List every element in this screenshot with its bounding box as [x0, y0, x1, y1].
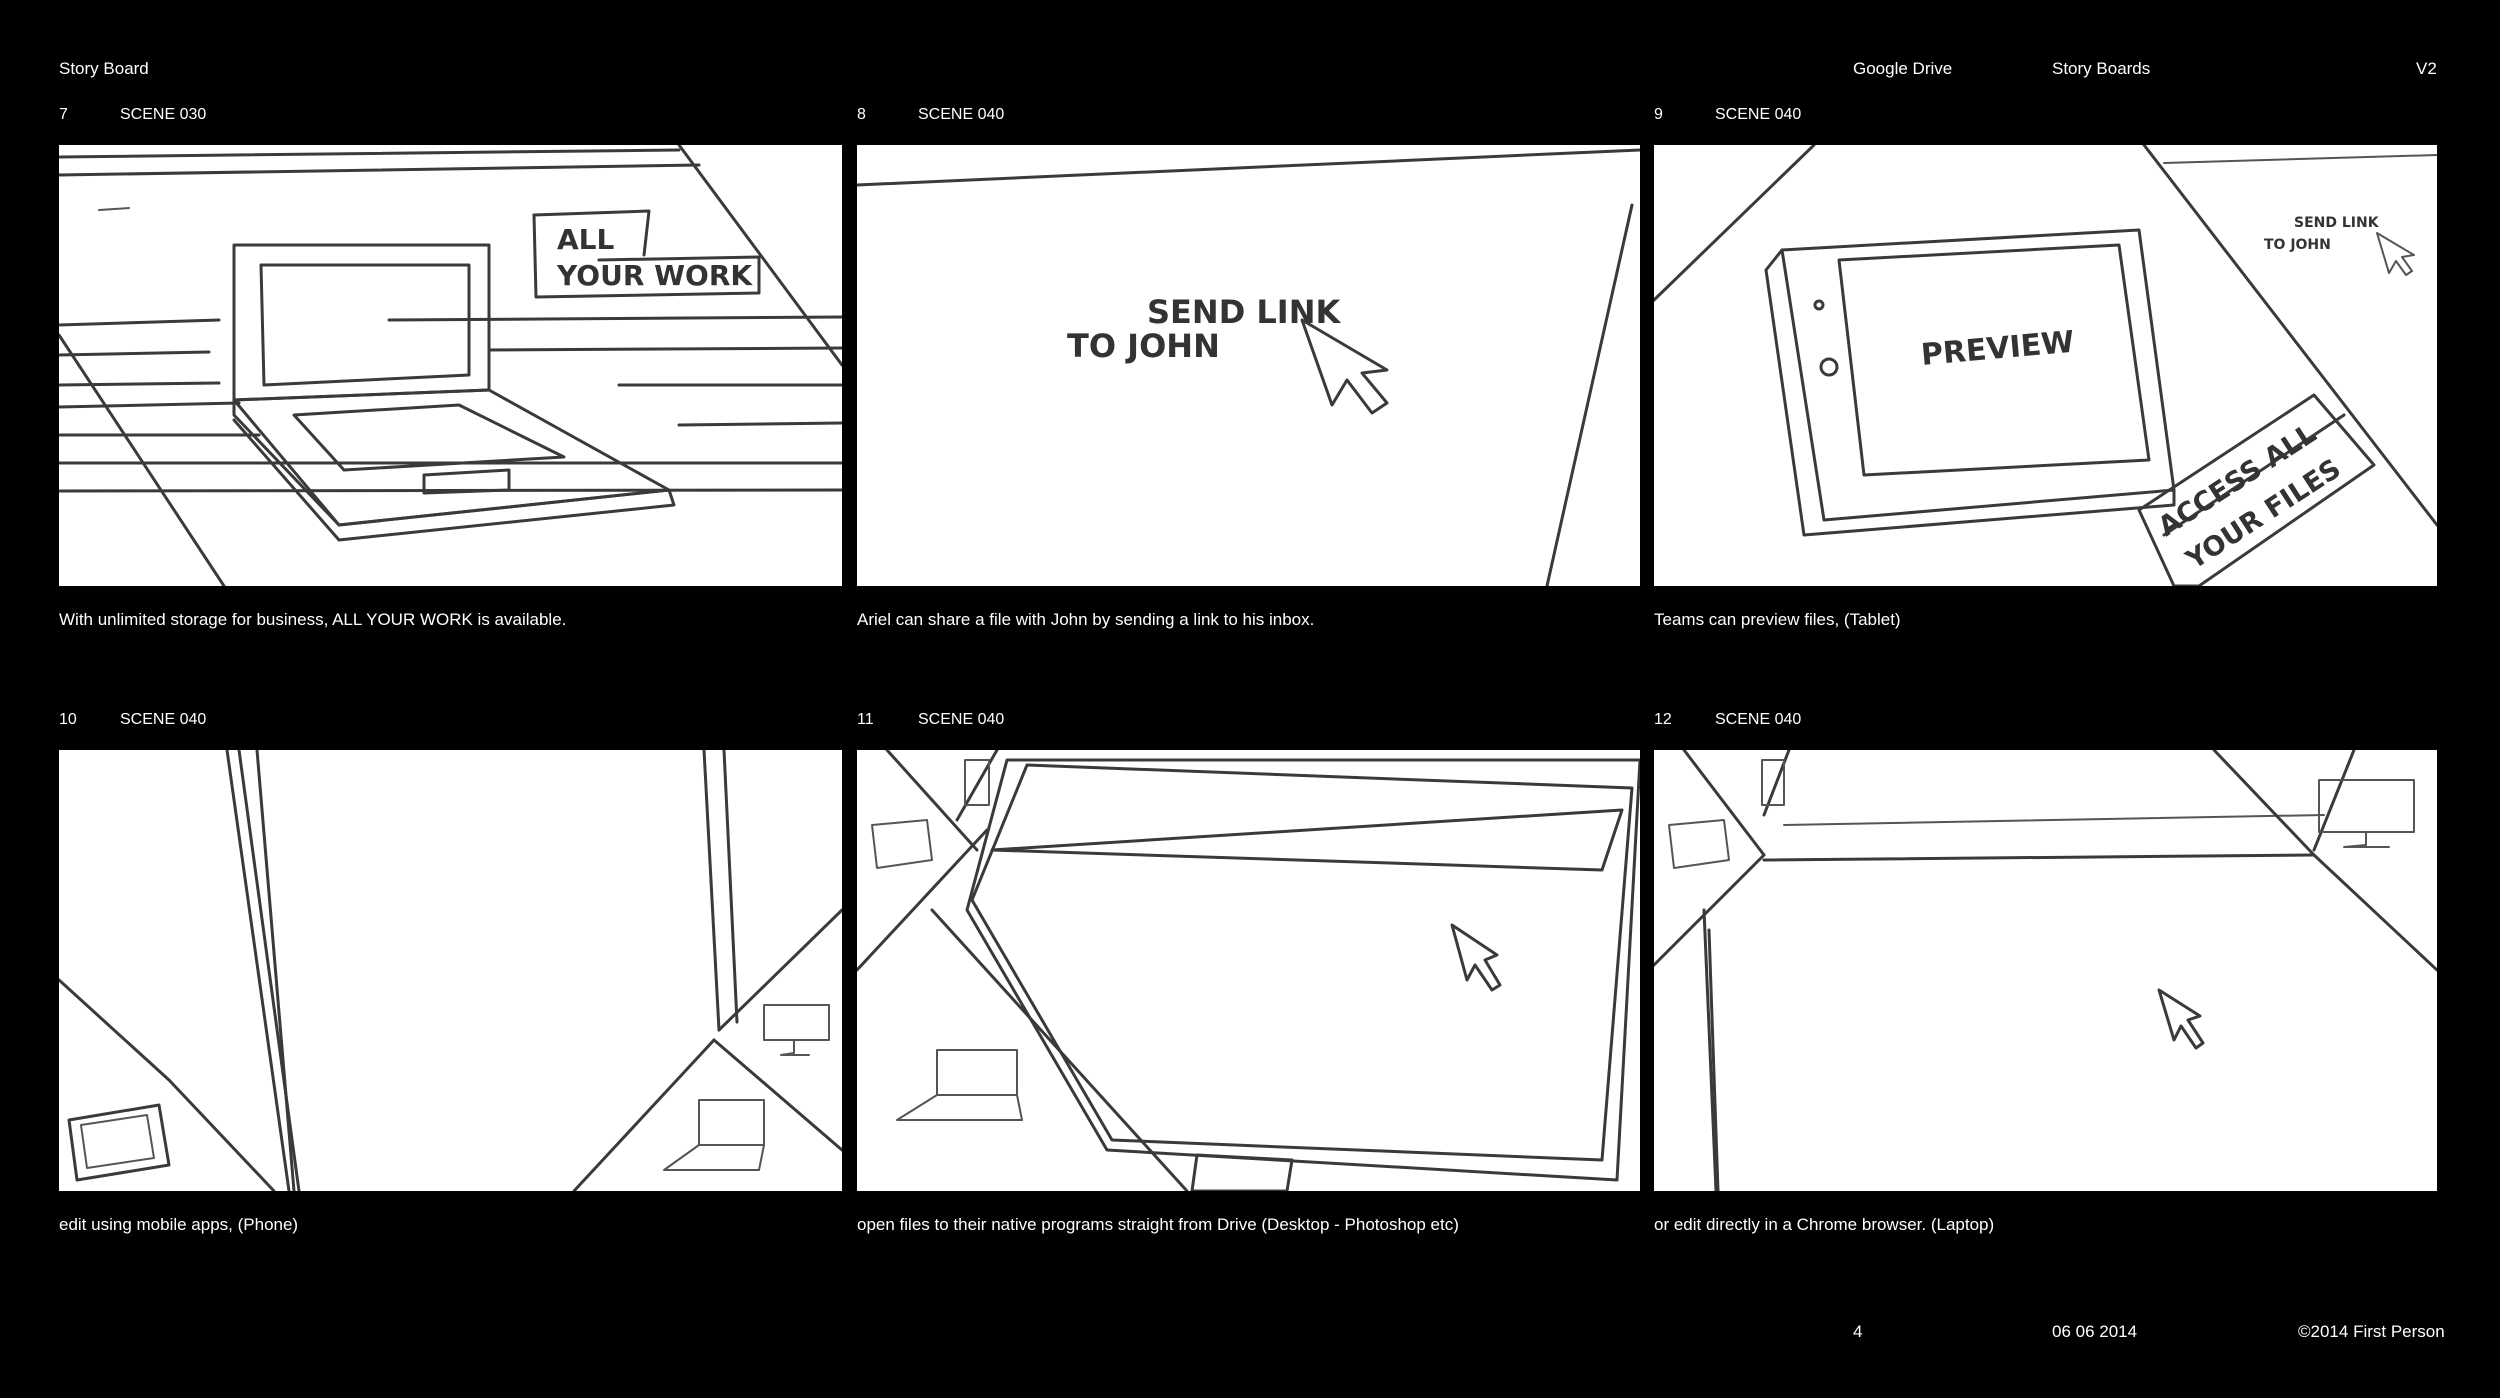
- cursor-icon: [1300, 318, 1389, 415]
- page-number: 4: [1853, 1322, 1863, 1341]
- panel-number: 12: [1654, 711, 1672, 728]
- cursor-icon: [2376, 232, 2415, 276]
- storyboard-frame-11: [857, 750, 1640, 1191]
- storyboard-frame-8: SEND LINK TO JOHN: [857, 145, 1640, 586]
- sketch-text-to-john: TO JOHN: [1067, 327, 1220, 365]
- scene-label: SCENE 040: [1715, 711, 1802, 728]
- panel-caption: Ariel can share a file with John by send…: [857, 610, 1315, 629]
- panel-number: 11: [857, 711, 874, 728]
- panel-number: 7: [59, 106, 68, 123]
- panel-number: 9: [1654, 106, 1663, 123]
- sketch-text-your-work: YOUR WORK: [556, 259, 753, 292]
- sketch-text-to-john-small: TO JOHN: [2264, 237, 2331, 253]
- version-label: V2: [2416, 59, 2437, 78]
- storyboard-title: Story Board: [59, 59, 149, 78]
- storyboard-frame-9: PREVIEW ACCESS ALL YOUR FILES SEND LINK …: [1654, 145, 2437, 586]
- panel-caption: edit using mobile apps, (Phone): [59, 1215, 299, 1234]
- copyright: ©2014 First Person: [2298, 1322, 2445, 1341]
- laptop-sketch: ALL YOUR WORK: [59, 145, 842, 586]
- browser-laptop-sketch: [1654, 750, 2437, 1191]
- scene-label: SCENE 040: [918, 711, 1005, 728]
- sketch-text-preview: PREVIEW: [1920, 325, 2076, 373]
- section-name: Story Boards: [2052, 59, 2151, 78]
- client-name: Google Drive: [1853, 59, 1953, 78]
- panel-caption: Teams can preview files, (Tablet): [1654, 610, 1901, 629]
- cursor-icon: [1450, 923, 1502, 992]
- panel-caption: With unlimited storage for business, ALL…: [59, 610, 567, 629]
- panel-caption: open files to their native programs stra…: [857, 1215, 1459, 1234]
- panel-caption: or edit directly in a Chrome browser. (L…: [1654, 1215, 1995, 1234]
- send-link-sketch: SEND LINK TO JOHN: [857, 148, 1640, 586]
- desktop-sketch: [857, 750, 1640, 1191]
- storyboard-frame-7: ALL YOUR WORK: [59, 145, 842, 586]
- scene-label: SCENE 040: [1715, 106, 1802, 123]
- tablet-preview-sketch: PREVIEW ACCESS ALL YOUR FILES SEND LINK …: [1654, 145, 2437, 586]
- cursor-icon: [2157, 988, 2205, 1050]
- sketch-text-send-link-small: SEND LINK: [2294, 215, 2380, 231]
- scene-label: SCENE 040: [918, 106, 1005, 123]
- storyboard-frame-12: [1654, 750, 2437, 1191]
- scene-label: SCENE 030: [120, 106, 207, 123]
- storyboard-frame-10: [59, 750, 842, 1191]
- panel-number: 10: [59, 711, 77, 728]
- sketch-text-all: ALL: [557, 223, 615, 256]
- footer-date: 06 06 2014: [2052, 1322, 2138, 1341]
- phone-sketch: [59, 750, 842, 1191]
- scene-label: SCENE 040: [120, 711, 207, 728]
- panel-number: 8: [857, 106, 866, 123]
